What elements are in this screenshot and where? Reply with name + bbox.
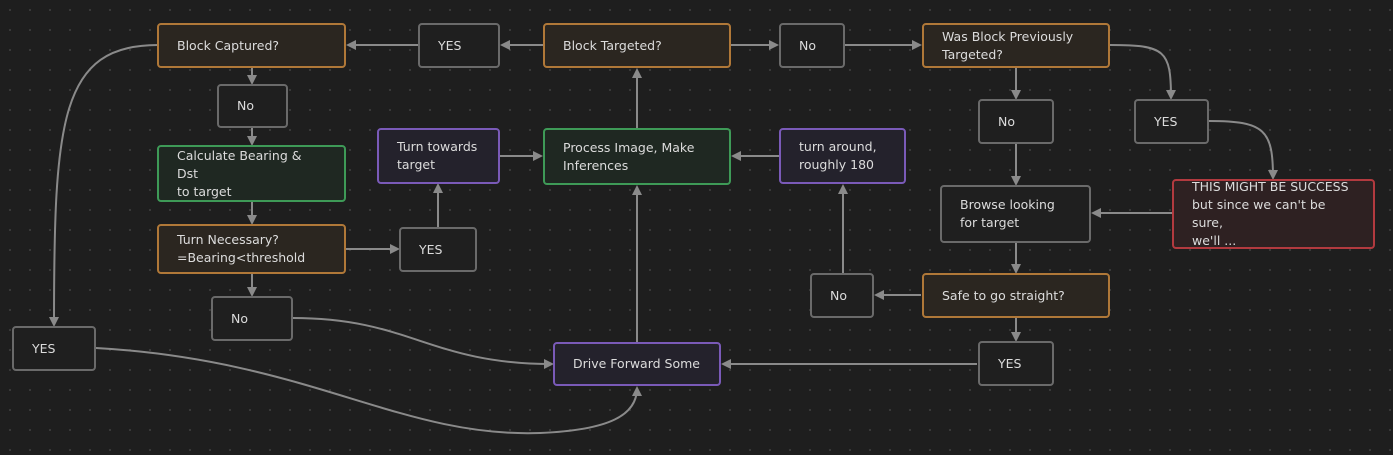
node-yes-captured[interactable]: YES <box>418 23 500 68</box>
node-process-image[interactable]: Process Image, Make Inferences <box>543 128 731 185</box>
edge-yes-left-to-drive <box>95 347 642 435</box>
node-block-captured[interactable]: Block Captured? <box>157 23 346 68</box>
node-no-safe[interactable]: No <box>810 273 874 318</box>
node-turn-necessary[interactable]: Turn Necessary? =Bearing<threshold <box>157 224 346 274</box>
node-browse-looking[interactable]: Browse looking for target <box>940 185 1091 243</box>
node-turn-around[interactable]: turn around, roughly 180 <box>779 128 906 184</box>
node-no-captured[interactable]: No <box>217 84 288 128</box>
edge-yes-to-success <box>1208 120 1278 180</box>
node-yes-left[interactable]: YES <box>12 326 96 371</box>
edge-no-to-drive <box>292 317 554 369</box>
node-drive-forward[interactable]: Drive Forward Some <box>553 342 721 386</box>
node-safe-to-go-straight[interactable]: Safe to go straight? <box>922 273 1110 318</box>
node-might-be-success[interactable]: THIS MIGHT BE SUCCESS but since we can't… <box>1172 179 1375 249</box>
node-yes-safe[interactable]: YES <box>978 341 1054 386</box>
node-calculate-bearing[interactable]: Calculate Bearing & Dst to target <box>157 145 346 202</box>
node-turn-towards-target[interactable]: Turn towards target <box>377 128 500 184</box>
node-no-previously[interactable]: No <box>978 99 1054 144</box>
node-no-turn[interactable]: No <box>211 296 293 341</box>
node-block-targeted[interactable]: Block Targeted? <box>543 23 731 68</box>
node-no-targeted[interactable]: No <box>779 23 845 68</box>
node-yes-turn[interactable]: YES <box>399 227 477 272</box>
node-was-previously-targeted[interactable]: Was Block Previously Targeted? <box>922 23 1110 68</box>
edge-captured-to-yes-left <box>49 44 159 327</box>
edge-previously-to-yes <box>1109 44 1176 100</box>
node-yes-previously[interactable]: YES <box>1134 99 1209 144</box>
